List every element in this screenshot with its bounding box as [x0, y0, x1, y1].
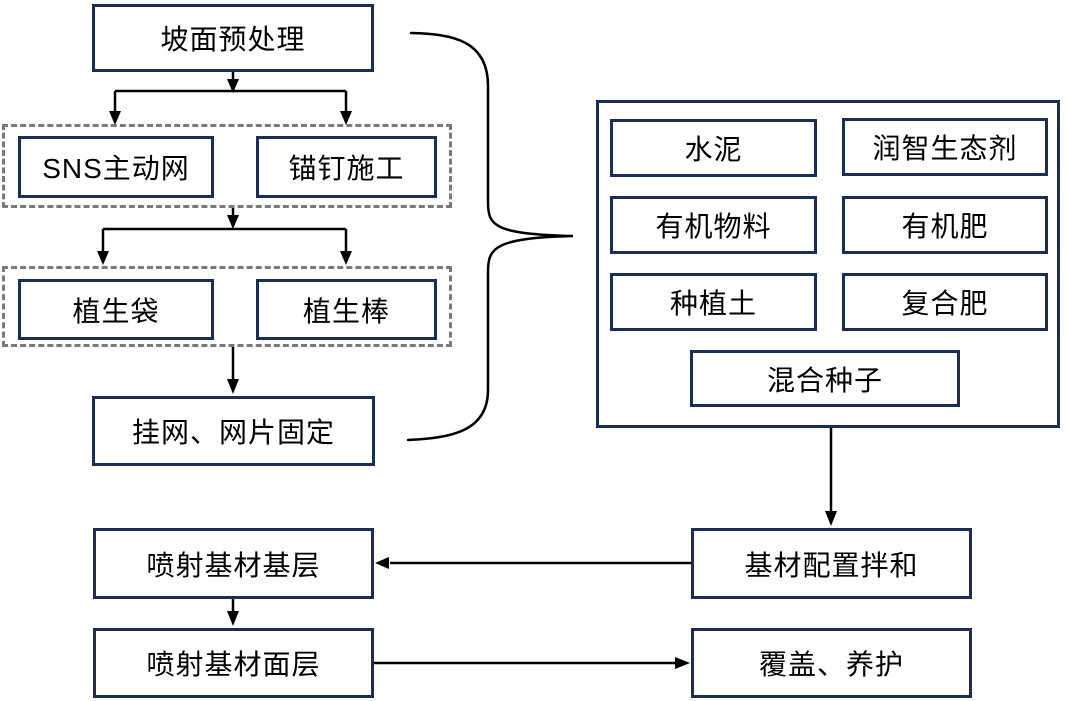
node-vegetation-bag: 植生袋: [18, 279, 214, 340]
dashed-group-vegetation-stage: [2, 266, 452, 347]
node-vegetation-stick: 植生棒: [256, 279, 437, 340]
node-runzhi-eco-agent: 润智生态剂: [842, 118, 1048, 176]
node-organic-material: 有机物料: [610, 196, 817, 254]
node-sns-active-net: SNS主动网: [18, 136, 214, 198]
dashed-group-net-stage: [2, 124, 452, 208]
node-spray-base-course: 喷射基材基层: [93, 528, 374, 599]
node-compound-fertilizer: 复合肥: [842, 273, 1048, 331]
node-planting-soil: 种植土: [610, 273, 817, 331]
node-cement: 水泥: [610, 119, 817, 177]
node-mixed-seeds: 混合种子: [690, 350, 960, 407]
node-anchor-bolt-construction: 锚钉施工: [256, 136, 437, 198]
curly-brace: [406, 31, 574, 442]
node-cover-maintenance: 覆盖、养护: [691, 628, 972, 698]
node-organic-fertilizer: 有机肥: [842, 196, 1048, 254]
node-net-hanging-fixing: 挂网、网片固定: [92, 396, 375, 466]
node-slope-pretreatment: 坡面预处理: [92, 4, 374, 72]
node-spray-surface-course: 喷射基材面层: [93, 628, 374, 698]
node-substrate-mixing: 基材配置拌和: [691, 528, 972, 599]
